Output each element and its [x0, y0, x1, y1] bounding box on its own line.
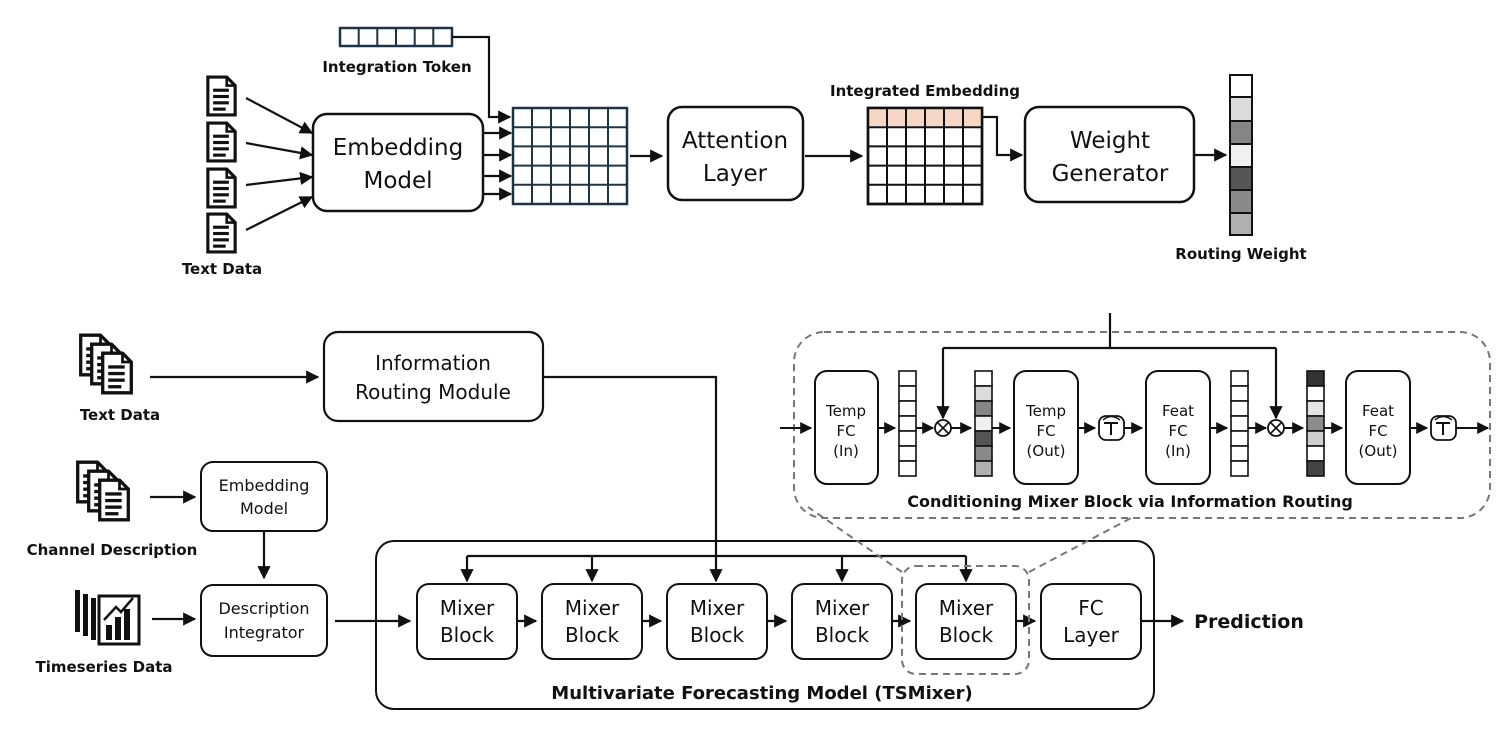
embedding-model-box: [311, 112, 485, 213]
attention-layer-line1: Attention: [682, 128, 788, 154]
temp-fc-in-line1: Temp: [825, 402, 866, 420]
routing-to-mixer-arrow: [543, 375, 723, 583]
feat-fc-out-line2: FC: [1368, 422, 1387, 440]
doc-icon: [206, 212, 237, 254]
fc-layer-line2: Layer: [1063, 623, 1120, 647]
multiply-op-2: [1267, 419, 1285, 437]
feat-fc-in-line2: FC: [1168, 422, 1187, 440]
transpose-icon: [1098, 415, 1125, 441]
doc-icon: [206, 121, 237, 163]
description-integrator-box: [200, 584, 328, 657]
integrator-line2: Integrator: [224, 623, 305, 642]
timeseries-data-icon: [75, 590, 141, 646]
routing-weight-vector: [1229, 74, 1253, 236]
weight-generator-line2: Generator: [1052, 161, 1169, 187]
multiply-op-1: [934, 419, 952, 437]
temp-fc-out-line2: FC: [1036, 422, 1055, 440]
embedding-model-small-line2: Model: [240, 499, 288, 518]
doc-icon: [206, 167, 237, 209]
doc-to-embedding-arrows: [245, 97, 314, 231]
conditioning-caption: Conditioning Mixer Block via Information…: [907, 492, 1353, 511]
prediction-label: Prediction: [1194, 611, 1304, 633]
feat-fc-in-line3: (In): [1165, 442, 1191, 460]
weight-generator-line1: Weight: [1070, 128, 1150, 154]
temp-fc-in-line2: FC: [836, 422, 855, 440]
text-doc-icons-top: [206, 75, 237, 254]
mixer-block-1: Mixer Block: [416, 583, 518, 660]
temp-fc-in-line3: (In): [833, 442, 859, 460]
attention-layer-box: [666, 105, 805, 202]
embedding-model-small-box: [200, 461, 328, 532]
routing-bus: [460, 554, 973, 583]
weighted-vector-2: [1306, 370, 1325, 477]
feat-fc-out-line1: Feat: [1362, 402, 1394, 420]
embedding-model-line1: Embedding: [333, 135, 463, 161]
channel-description-label: Channel Description: [27, 541, 198, 559]
mixer-block-4-line2: Block: [815, 623, 870, 647]
integration-token-vector: [338, 26, 454, 48]
mixer-block-3-line1: Mixer: [690, 596, 745, 620]
hidden-vector-2: [1230, 370, 1249, 477]
mixer-block-1-line1: Mixer: [440, 596, 495, 620]
routing-weight-label: Routing Weight: [1175, 245, 1306, 263]
mixer-block-5: Mixer Block: [915, 583, 1017, 660]
tsmixer-caption: Multivariate Forecasting Model (TSMixer): [551, 683, 972, 704]
routing-module-line2: Routing Module: [355, 380, 511, 404]
mixer-block-2-line1: Mixer: [565, 596, 620, 620]
mixer-block-2-line2: Block: [565, 623, 620, 647]
text-data-stack-icon: [78, 333, 134, 395]
feat-fc-out-line3: (Out): [1359, 442, 1398, 460]
zoom-line-left: [807, 506, 903, 573]
conditioning-detail-box: [793, 331, 1491, 519]
token-arrow: [452, 35, 512, 124]
detail-routing-bus: [936, 346, 1283, 420]
mixer-block-5-line2: Block: [939, 623, 994, 647]
integrated-embedding-grid: [866, 106, 984, 206]
mixer-block-5-line1: Mixer: [939, 596, 994, 620]
integrated-to-weightgen-arrow: [982, 115, 1024, 162]
text-data-label-bottom: Text Data: [80, 406, 160, 424]
timeseries-data-label: Timeseries Data: [35, 658, 172, 676]
temp-fc-out-line3: (Out): [1027, 442, 1066, 460]
mixer-block-3-line2: Block: [690, 623, 745, 647]
embedding-model-line2: Model: [363, 168, 432, 194]
tsmixer-container: [375, 540, 1155, 710]
attention-layer-line2: Layer: [703, 161, 768, 187]
integrator-line1: Description: [218, 599, 309, 618]
mixer-block-4: Mixer Block: [791, 583, 893, 660]
weighted-vector-1: [974, 370, 993, 477]
temp-fc-out-line1: Temp: [1025, 402, 1066, 420]
channel-description-icon: [75, 460, 131, 522]
integrated-embedding-label: Integrated Embedding: [830, 82, 1020, 100]
doc-icon: [206, 75, 237, 117]
mixer-block-2: Mixer Block: [541, 583, 643, 660]
feat-fc-in-line1: Feat: [1162, 402, 1194, 420]
fc-layer-line1: FC: [1078, 596, 1103, 620]
hidden-vector-1: [898, 370, 917, 477]
highlight-mixer-block: [901, 565, 1030, 675]
integration-token-label: Integration Token: [322, 58, 471, 76]
information-routing-module-box: [322, 330, 545, 423]
weight-generator-box: [1023, 105, 1196, 204]
embedding-model-small-line1: Embedding: [219, 476, 310, 495]
routing-module-line1: Information: [375, 351, 491, 375]
zoom-line-right: [1028, 516, 1134, 573]
embedding-to-grid-arrows: [483, 126, 513, 201]
transpose-icon: [1430, 415, 1457, 441]
text-data-label-top: Text Data: [182, 260, 262, 278]
mixer-block-1-line2: Block: [440, 623, 495, 647]
mixer-block-4-line1: Mixer: [815, 596, 870, 620]
mixer-block-3: Mixer Block: [666, 583, 768, 660]
embedding-grid: [511, 106, 629, 206]
